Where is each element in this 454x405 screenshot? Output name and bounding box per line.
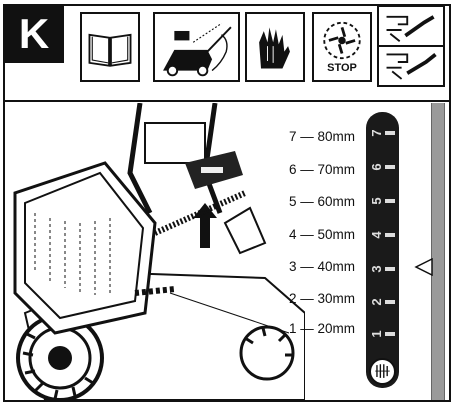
page-frame (3, 4, 451, 402)
gauge-tick-3 (385, 267, 395, 271)
manual-book-icon (80, 12, 140, 82)
gauge-tick-4 (385, 233, 395, 237)
height-label-5: 5 — 60mm (289, 194, 356, 209)
height-label-4: 4 — 50mm (289, 227, 356, 242)
mower-cutting-icon (153, 12, 240, 82)
gauge-tick-2 (385, 300, 395, 304)
blade-stop-icon: STOP (312, 12, 372, 82)
gauge-number-7: 7 (369, 129, 384, 137)
gauge-number-2: 2 (369, 298, 384, 306)
stop-label: STOP (327, 62, 357, 74)
gauge-tick-5 (385, 199, 395, 203)
gauge-tick-6 (385, 165, 395, 169)
height-label-1: 1 — 20mm (289, 321, 356, 336)
height-label-6: 6 — 70mm (289, 162, 356, 177)
height-label-2: 2 — 30mm (289, 291, 356, 306)
gauge-tick-1 (385, 332, 395, 336)
mower-height-adjust-illustration (5, 102, 306, 402)
height-gauge: 7 6 5 4 3 2 1 (366, 112, 399, 388)
height-rail (431, 103, 445, 400)
gauge-number-3: 3 (369, 265, 384, 273)
gauge-tick-7 (385, 131, 395, 135)
gloves-icon (245, 12, 305, 82)
gauge-number-1: 1 (369, 330, 384, 338)
height-label-3: 3 — 40mm (289, 259, 356, 274)
unplug-safety-key-icon (377, 5, 445, 87)
gauge-number-6: 6 (369, 163, 384, 171)
height-label-7: 7 — 80mm (289, 129, 356, 144)
selected-level-pointer-icon (414, 258, 433, 276)
header-divider (3, 100, 451, 102)
gauge-number-5: 5 (369, 197, 384, 205)
section-letter: K (4, 5, 64, 63)
gauge-number-4: 4 (369, 231, 384, 239)
gauge-knob-icon (369, 358, 396, 385)
